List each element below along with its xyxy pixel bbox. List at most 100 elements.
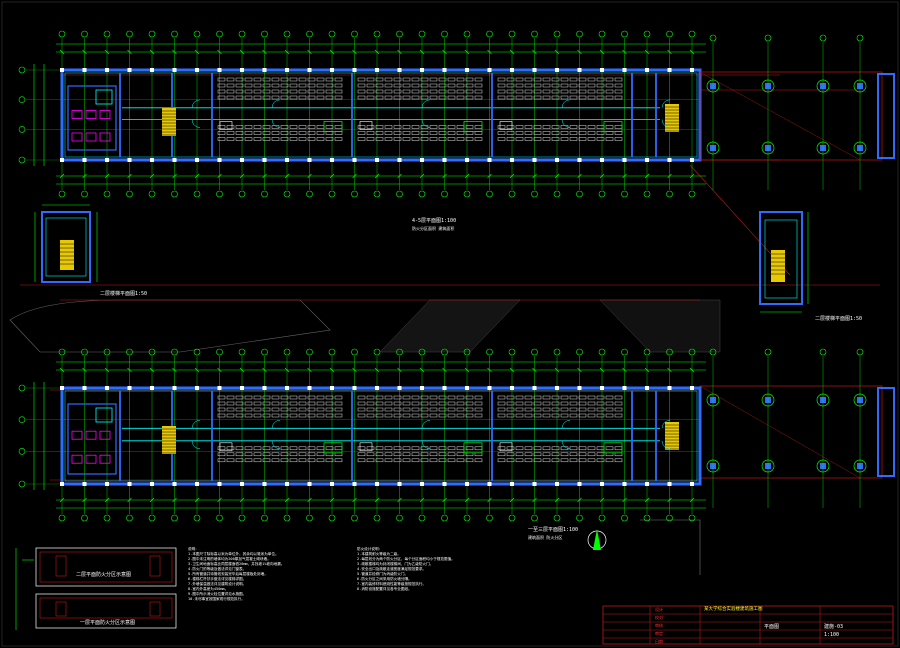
desk — [438, 395, 447, 400]
dimension-tick — [442, 367, 447, 373]
column — [195, 386, 199, 390]
desk — [497, 125, 506, 129]
desk — [393, 131, 402, 135]
desk — [551, 458, 560, 463]
dimension-tick — [352, 49, 357, 55]
column — [150, 386, 154, 390]
desk — [596, 413, 605, 418]
grid-bubble — [351, 514, 358, 522]
desk — [465, 401, 474, 406]
grid-bubble — [856, 348, 864, 356]
desk — [289, 395, 298, 400]
dimension-tick — [419, 173, 425, 179]
desk — [456, 131, 465, 135]
desk — [217, 401, 226, 406]
desk — [474, 401, 483, 406]
dimension-tick — [284, 173, 290, 179]
desk — [560, 77, 569, 82]
grid-bubble — [418, 190, 426, 198]
desk — [298, 395, 307, 400]
grid-bubble — [441, 514, 448, 522]
desk — [429, 95, 438, 100]
desk — [375, 131, 384, 135]
desk — [357, 458, 366, 463]
fire-notes: 防火设计说明： 1.本建筑耐火等级为二级。2.每层划分为两个防火分区，每个分区面… — [357, 547, 455, 592]
desk — [253, 458, 262, 463]
note-line: 8.消防设施配置详见各专业图纸。 — [357, 587, 412, 591]
toilet-stall — [99, 110, 111, 119]
fixture — [323, 442, 343, 454]
desk — [420, 413, 429, 418]
desk — [560, 89, 569, 94]
desk — [271, 407, 280, 412]
dimension-tick — [397, 49, 402, 55]
walkway-outline — [699, 385, 883, 479]
desk — [551, 83, 560, 88]
desk — [384, 452, 393, 457]
desk — [235, 95, 244, 100]
fixture — [463, 121, 483, 132]
grid-bubble — [283, 514, 291, 522]
desk — [506, 401, 515, 406]
desk — [465, 446, 474, 451]
desk — [438, 452, 447, 457]
desk — [271, 401, 280, 406]
column — [577, 68, 582, 72]
grid-bubble — [508, 348, 516, 356]
column — [307, 386, 312, 390]
desk — [226, 89, 235, 94]
desk — [465, 83, 474, 88]
dimension-tick — [352, 173, 357, 179]
desk — [366, 89, 375, 94]
column — [622, 386, 627, 390]
column — [217, 482, 222, 486]
desk — [402, 77, 411, 82]
grid-bubble — [688, 348, 696, 356]
grid-bubble — [351, 190, 358, 198]
desk — [533, 77, 542, 82]
desk — [465, 137, 474, 141]
desk — [357, 137, 366, 141]
desk — [524, 407, 533, 412]
desk — [551, 131, 560, 135]
desk — [614, 89, 623, 94]
column — [172, 68, 177, 72]
desk — [497, 446, 506, 451]
column — [420, 386, 424, 390]
desk — [393, 401, 402, 406]
desk — [366, 77, 375, 82]
desk — [334, 446, 343, 451]
desk — [217, 452, 226, 457]
desk — [384, 401, 393, 406]
desk — [235, 452, 244, 457]
desk — [474, 395, 483, 400]
desk — [334, 95, 343, 100]
desk — [569, 458, 578, 463]
toilet-stall — [99, 430, 111, 440]
dimension-tick — [464, 497, 470, 503]
desk — [560, 458, 569, 463]
desk — [357, 77, 366, 82]
desk — [357, 446, 366, 451]
dimension-tick — [82, 497, 87, 503]
desk — [357, 401, 366, 406]
desk — [429, 131, 438, 135]
desk — [524, 446, 533, 451]
column — [600, 68, 604, 72]
desk — [447, 413, 456, 418]
desk — [515, 395, 524, 400]
column — [195, 482, 199, 486]
column — [240, 386, 244, 390]
dimension-tick — [194, 367, 200, 373]
desk — [578, 446, 587, 451]
note-line: 5.所有管道井待管线安装完毕后每层楼板处封堵。 — [188, 572, 268, 576]
desk — [307, 125, 316, 129]
desk — [533, 137, 542, 141]
column — [105, 386, 109, 390]
dimension-tick — [577, 49, 582, 55]
desk — [465, 413, 474, 418]
grid-bubble — [18, 416, 26, 423]
desk — [515, 137, 524, 141]
desk — [506, 452, 515, 457]
desk — [605, 395, 614, 400]
